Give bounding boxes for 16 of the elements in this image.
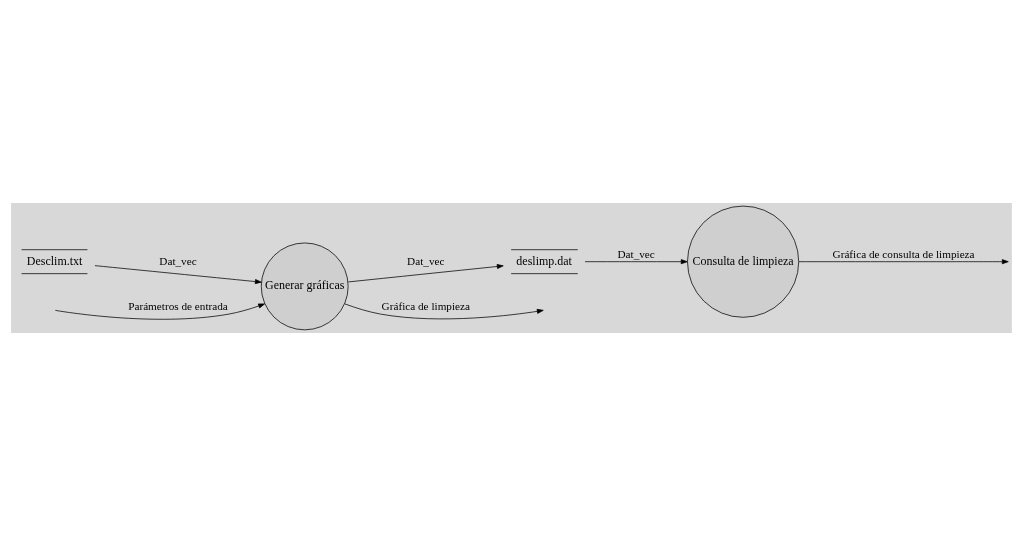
arrow <box>344 303 544 320</box>
arrow <box>94 265 262 284</box>
edge-label: Dat_vec <box>407 255 445 268</box>
arrow <box>347 264 504 283</box>
node-text: deslimp.dat <box>516 253 572 268</box>
node-text: Desclim.txt <box>26 253 83 268</box>
arrow <box>584 259 688 265</box>
edge-label: Dat_vec <box>617 247 655 260</box>
node-circle: Consulta de limpieza <box>687 205 800 318</box>
edge-label: Parámetros de entrada <box>128 300 228 313</box>
edge-label: Gráfica de limpieza <box>381 300 471 313</box>
edge-label: Dat_vec <box>159 254 197 267</box>
node-circle: Generar gráficas <box>260 242 349 331</box>
arrow <box>54 303 265 320</box>
edge-label: Gráfica de consulta de limpieza <box>832 247 975 260</box>
arrow <box>798 259 1009 265</box>
